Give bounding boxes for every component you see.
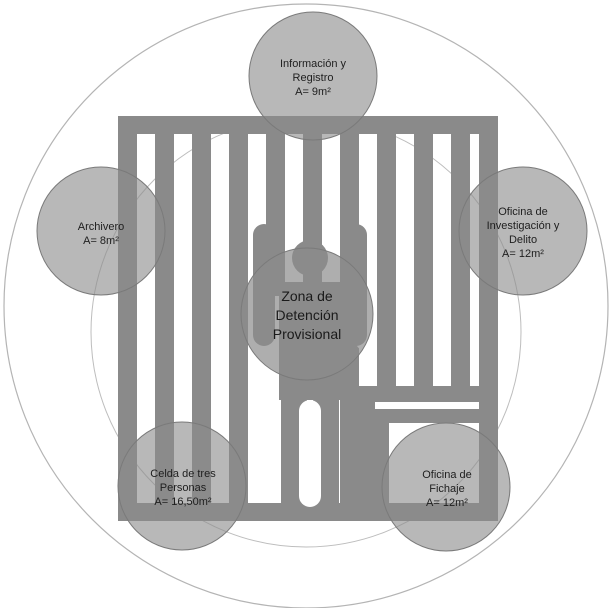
celda-line-2: Personas bbox=[159, 482, 207, 494]
oficina-fichaje-label: Oficina de Fichaje A= 12m² bbox=[391, 463, 503, 515]
investigacion-line-3: Delito bbox=[508, 234, 538, 246]
fichaje-area: A= 12m² bbox=[426, 497, 468, 509]
fichaje-line-1: Oficina de bbox=[422, 469, 472, 481]
fichaje-line-2: Fichaje bbox=[429, 483, 465, 495]
center-line-3: Provisional bbox=[272, 325, 342, 342]
bubble-zona-detencion bbox=[240, 247, 374, 381]
archivero-area: A= 8m² bbox=[83, 235, 119, 247]
archivero-line-1: Archivero bbox=[77, 221, 125, 233]
outer-ring bbox=[3, 3, 609, 608]
investigacion-line-1: Oficina de bbox=[498, 206, 548, 218]
informacion-registro-label: Información y Registro A= 9m² bbox=[253, 50, 373, 106]
celda-label: Celda de tres Personas A= 16,50m² bbox=[120, 460, 246, 516]
bubble-archivero bbox=[36, 166, 166, 296]
bubble-oficina-fichaje bbox=[381, 422, 511, 552]
zona-detencion-label: Zona de Detención Provisional bbox=[240, 280, 374, 350]
informacion-line-1: Información y bbox=[279, 58, 347, 70]
celda-area: A= 16,50m² bbox=[154, 496, 212, 508]
bubble-oficina-investigacion bbox=[458, 166, 588, 296]
investigacion-line-2: Investigación y bbox=[486, 220, 560, 232]
informacion-area: A= 9m² bbox=[295, 86, 331, 98]
investigacion-area: A= 12m² bbox=[502, 248, 544, 260]
celda-line-1: Celda de tres bbox=[150, 468, 216, 480]
archivero-label: Archivero A= 8m² bbox=[46, 216, 156, 252]
oficina-investigacion-label: Oficina de Investigación y Delito A= 12m… bbox=[461, 200, 585, 266]
center-line-1: Zona de bbox=[281, 287, 333, 304]
bubble-celda bbox=[117, 421, 247, 551]
bubble-informacion bbox=[248, 11, 378, 141]
room-bubbles bbox=[36, 11, 588, 552]
informacion-line-2: Registro bbox=[292, 72, 334, 84]
center-line-2: Detención bbox=[275, 306, 339, 323]
